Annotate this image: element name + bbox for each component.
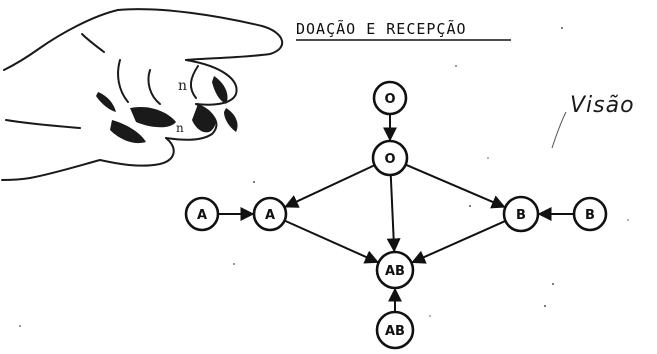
blood-type-node-o-top: O — [372, 80, 408, 116]
node-circle — [375, 250, 415, 290]
scan-specks — [19, 27, 629, 327]
node-label: AB — [385, 324, 405, 339]
node-label: A — [265, 208, 275, 223]
blood-type-node-ab-bottom: AB — [375, 310, 415, 350]
arrow-o_mid-to-a_mid — [284, 164, 375, 208]
blood-type-node-ab-mid: AB — [375, 250, 415, 290]
node-circle — [375, 310, 415, 350]
node-circle — [184, 196, 220, 232]
node-circle — [372, 80, 408, 116]
blood-type-node-b-right: B — [572, 196, 608, 232]
node-label: A — [197, 208, 207, 223]
node-circle — [502, 195, 540, 233]
arrow-o_mid-to-b_mid — [406, 164, 506, 209]
hand-shading — [96, 76, 238, 144]
blood-type-node-a-left: A — [184, 196, 220, 232]
hand-overlay-letter: n — [178, 78, 187, 94]
node-label: B — [516, 208, 526, 223]
node-label: B — [585, 208, 595, 223]
hand-icon — [1, 8, 284, 181]
node-circle — [572, 196, 608, 232]
hand-overlay-letter: n — [176, 121, 184, 135]
node-circle — [371, 139, 409, 177]
node-label: O — [384, 92, 395, 107]
side-label: Visão — [570, 93, 635, 118]
node-circle — [252, 196, 288, 232]
diagram-title: DOAÇÃO E RECEPÇÃO — [296, 19, 467, 38]
arrow-o_mid-to-ab_mid — [386, 175, 401, 253]
blood-type-node-b-mid: B — [502, 195, 540, 233]
blood-type-node-a-mid: A — [252, 196, 288, 232]
edge-group — [219, 115, 573, 311]
arrow-b_mid-to-ab_mid — [411, 220, 506, 264]
node-label: AB — [385, 264, 405, 279]
side-label-stroke — [551, 111, 567, 149]
blood-type-node-o-mid: O — [371, 139, 409, 177]
arrow-a_mid-to-ab_mid — [285, 220, 379, 264]
node-label: O — [384, 152, 395, 167]
